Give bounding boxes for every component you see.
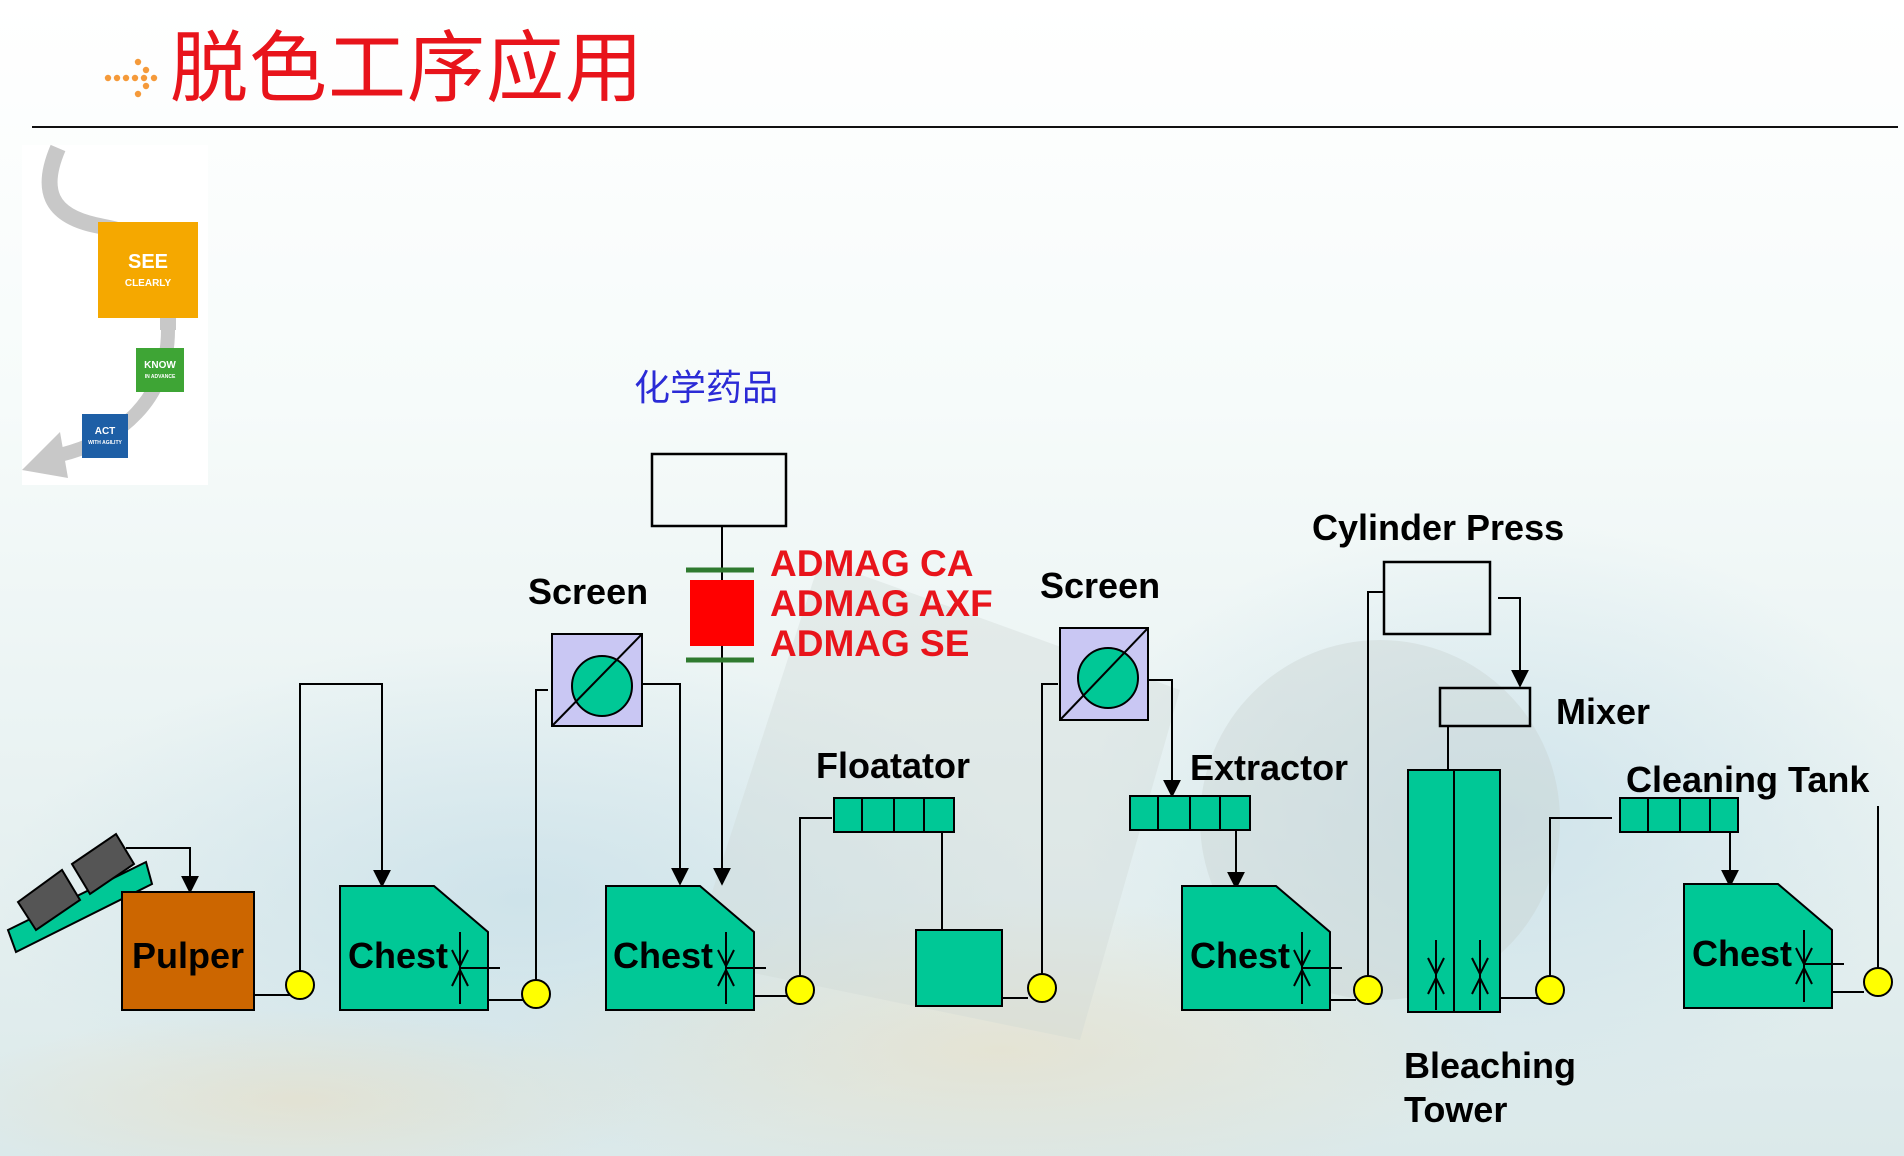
- pump-6: [1535, 975, 1565, 1005]
- chemical-tank: [650, 452, 788, 528]
- brand-logo: SEE CLEARLY KNOW IN ADVANCE ACT WITH AGI…: [22, 144, 208, 485]
- chest-4-label: Chest: [1692, 933, 1792, 974]
- svg-text:ACT: ACT: [95, 426, 116, 437]
- conveyor: [6, 832, 154, 954]
- pump-2: [521, 979, 551, 1009]
- bleaching-tower-label-line2: Tower: [1404, 1089, 1507, 1130]
- chest-1: [339, 885, 489, 1011]
- svg-text:IN ADVANCE: IN ADVANCE: [145, 374, 176, 380]
- cleaning-tank-label: Cleaning Tank: [1626, 759, 1870, 800]
- screen-1-label: Screen: [528, 571, 648, 612]
- pulper-label: Pulper: [132, 935, 244, 976]
- cylinder-press-label: Cylinder Press: [1312, 507, 1564, 548]
- mixer: [1438, 686, 1532, 728]
- pump-4: [1027, 973, 1057, 1003]
- bleaching-tower: [1407, 769, 1501, 1013]
- svg-text:SEE: SEE: [128, 251, 168, 273]
- floatator: [833, 797, 955, 833]
- pump-7: [1863, 967, 1893, 997]
- pump-1: [285, 970, 315, 1000]
- bleaching-tower-label-line1: Bleaching: [1404, 1045, 1576, 1086]
- flowmeter-label-1: ADMAG CA: [770, 543, 973, 584]
- chest-4: [1683, 883, 1833, 1009]
- svg-text:CLEARLY: CLEARLY: [125, 278, 172, 289]
- pulper: [121, 891, 255, 1011]
- know-in-advance-badge: [136, 348, 184, 392]
- electromagnetic-flowmeter: [690, 580, 754, 646]
- extractor-label: Extractor: [1190, 747, 1348, 788]
- cleaning-tank: [1619, 797, 1739, 833]
- see-clearly-badge: [98, 222, 198, 318]
- svg-text:KNOW: KNOW: [144, 360, 176, 371]
- flowmeter-label-2: ADMAG AXF: [770, 583, 993, 624]
- page-title: 脱色工序应用: [170, 24, 645, 114]
- svg-text:WITH AGILITY: WITH AGILITY: [88, 440, 122, 446]
- chest-2: [605, 885, 755, 1011]
- chemicals-label: 化学药品: [634, 368, 778, 409]
- screen-2-label: Screen: [1040, 565, 1160, 606]
- floatator-label: Floatator: [816, 745, 970, 786]
- chest-3-label: Chest: [1190, 935, 1290, 976]
- chest-3: [1181, 885, 1331, 1011]
- act-with-agility-badge: [82, 414, 128, 458]
- flowmeter-label-3: ADMAG SE: [770, 623, 969, 664]
- extractor: [1129, 795, 1251, 831]
- chest-2-label: Chest: [613, 935, 713, 976]
- title-arrow-icon: [104, 56, 162, 100]
- floatator-tank: [915, 929, 1003, 1007]
- pump-5: [1353, 975, 1383, 1005]
- mixer-label: Mixer: [1556, 691, 1650, 732]
- cylinder-press: [1382, 560, 1492, 636]
- title-divider: [32, 126, 1898, 128]
- pump-3: [785, 975, 815, 1005]
- chest-1-label: Chest: [348, 935, 448, 976]
